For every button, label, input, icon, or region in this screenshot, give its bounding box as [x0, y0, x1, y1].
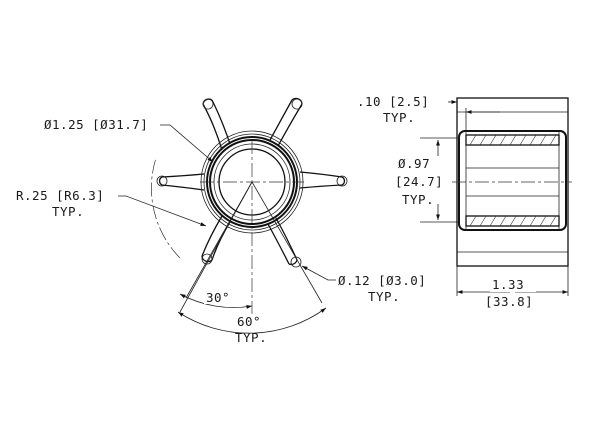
vane-tip-bottom-right	[290, 256, 302, 268]
fillet-radius-note: TYP.	[52, 204, 84, 219]
tip-diameter-label: Ø.12 [Ø3.0]	[338, 273, 426, 288]
vane-tip-top-right	[291, 98, 303, 110]
length-in: 1.33	[492, 277, 524, 292]
bore-diameter-mm: [24.7]	[395, 174, 443, 189]
bore-diameter-in: Ø.97	[398, 156, 430, 171]
vane-top-right	[269, 97, 303, 147]
wall-thickness-callout: .10 [2.5] TYP.	[357, 94, 500, 130]
angle-60-label: 60°	[237, 314, 261, 329]
impeller-front-view	[151, 97, 348, 315]
hub-diameter-label: Ø1.25 [Ø31.7]	[44, 117, 148, 132]
vane-left	[158, 173, 205, 191]
tip-circle-arc	[151, 157, 181, 259]
angle-ref-line-left	[179, 181, 253, 313]
wall-thickness-label: .10 [2.5]	[357, 94, 429, 109]
length-mm: [33.8]	[485, 294, 533, 309]
sleeve-hatching	[469, 134, 557, 227]
wall-thickness-note: TYP.	[383, 110, 415, 125]
angle-30-label: 30°	[206, 290, 230, 305]
vane-bottom-right	[267, 217, 298, 266]
vane-tip-left	[156, 175, 168, 187]
bore-diameter-note: TYP.	[402, 192, 434, 207]
fillet-radius-callout: R.25 [R6.3] TYP.	[16, 188, 207, 227]
angle-ref-line-60	[251, 181, 323, 304]
vane-right	[299, 171, 346, 189]
impeller-side-view	[452, 97, 572, 267]
angle-60-dimension: 60° TYP.	[177, 307, 327, 345]
bore-diameter-callout: Ø.97 [24.7] TYP.	[395, 137, 460, 223]
tip-diameter-note: TYP.	[368, 289, 400, 304]
length-callout: 1.33 [33.8]	[456, 266, 569, 309]
vane-top-left	[202, 98, 231, 151]
vane-tip-right	[336, 175, 348, 187]
tip-diameter-callout: Ø.12 [Ø3.0] TYP.	[301, 265, 426, 304]
angle-30-dimension: 30°	[179, 290, 253, 309]
vane-tip-top-left	[202, 98, 214, 110]
hub-diameter-callout: Ø1.25 [Ø31.7]	[44, 117, 214, 163]
vane-bottom-left	[201, 215, 231, 263]
angle-60-note: TYP.	[235, 330, 267, 345]
fillet-radius-label: R.25 [R6.3]	[16, 188, 104, 203]
